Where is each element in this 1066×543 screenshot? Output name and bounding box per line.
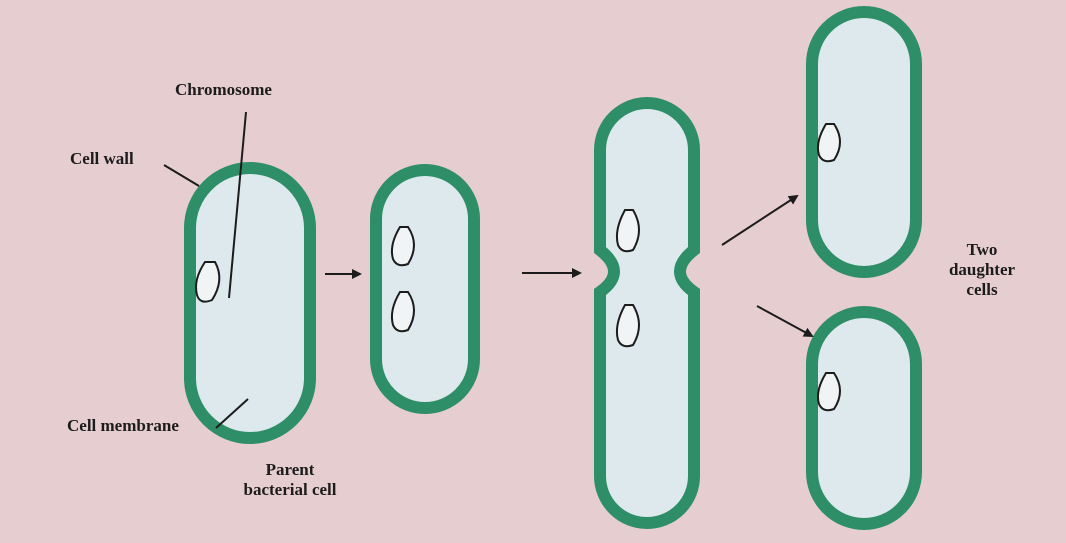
parent-label-line1: Parent — [220, 460, 360, 480]
daughter-label-line1: Two — [932, 240, 1032, 260]
parent-cell — [190, 168, 310, 438]
dividing-cell — [600, 103, 694, 523]
arrow-icon — [757, 306, 812, 336]
parent-cell-label: Parent bacterial cell — [220, 460, 360, 500]
cell-wall-leader-line — [164, 165, 199, 186]
cell-membrane-label: Cell membrane — [67, 416, 179, 436]
cell-wall-label: Cell wall — [70, 149, 134, 169]
chromosome-label: Chromosome — [175, 80, 272, 100]
arrow-icon — [722, 196, 797, 245]
parent-label-line2: bacterial cell — [220, 480, 360, 500]
daughter-label-line3: cells — [932, 280, 1032, 300]
elongated-cell — [376, 170, 474, 408]
daughter-cells-label: Two daughter cells — [932, 240, 1032, 300]
daughter-cell-bottom — [812, 312, 916, 524]
daughter-label-line2: daughter — [932, 260, 1032, 280]
